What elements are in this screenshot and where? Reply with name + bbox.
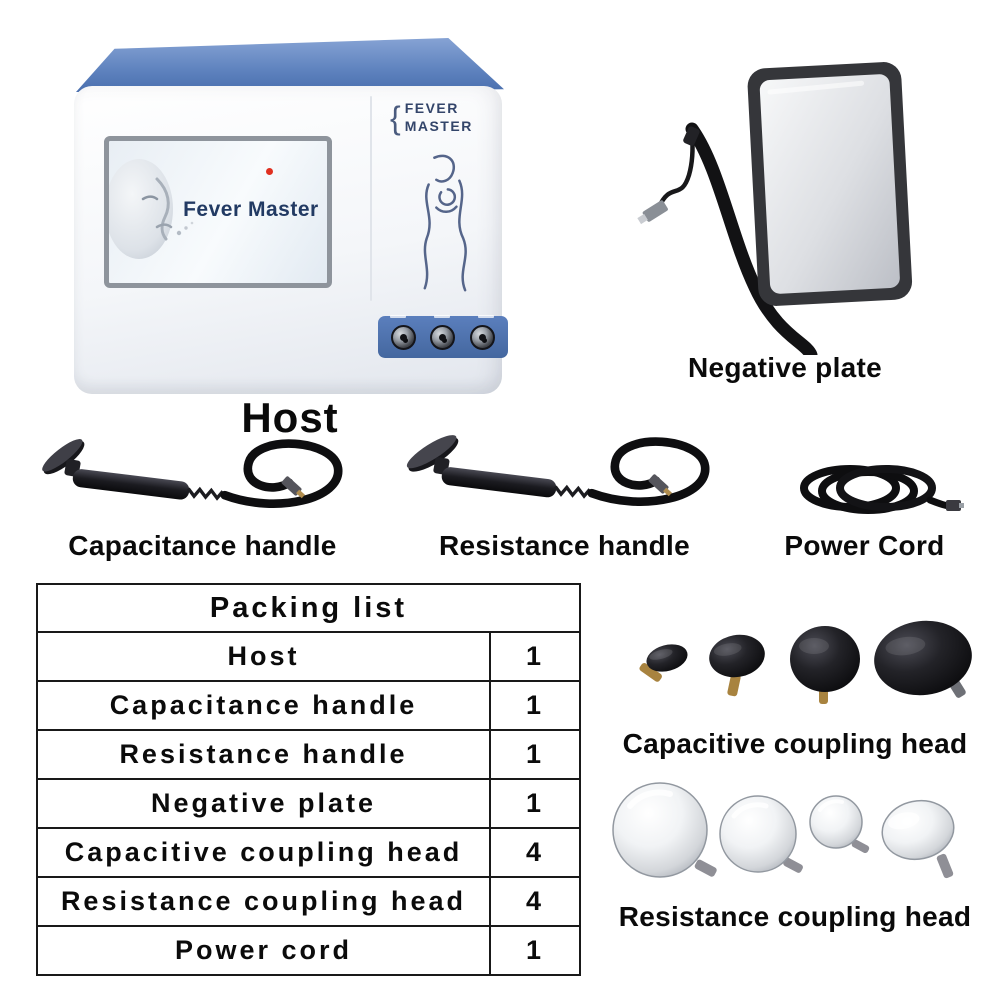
screen-face-art	[109, 159, 194, 259]
resistance-coupling-head-label: Resistance coupling head	[618, 901, 972, 932]
port-label-mark	[478, 315, 494, 318]
item-name: Capacitive coupling head	[36, 827, 491, 878]
logo-brace-glyph: {	[390, 99, 401, 136]
resistance-coupling-heads-illustration	[600, 772, 985, 894]
power-cord-label: Power Cord	[784, 530, 945, 561]
screen-brand-text: Fever Master	[183, 197, 319, 221]
host-machine-illustration: Fever Master { FEVER MASTER	[70, 38, 508, 400]
logo-line-2: MASTER	[404, 117, 473, 134]
item-qty: 4	[488, 827, 582, 878]
table-row: Capacitive coupling head 4	[36, 827, 582, 878]
item-qty: 4	[488, 876, 582, 927]
power-cord-illustration	[778, 450, 964, 526]
connector-port-3	[469, 324, 495, 350]
capacitive-coupling-heads-illustration	[615, 608, 985, 720]
table-row: Power cord 1	[36, 925, 582, 976]
item-qty: 1	[488, 925, 582, 976]
machine-top-lid	[76, 38, 504, 92]
item-name: Resistance handle	[36, 729, 491, 780]
item-name: Resistance coupling head	[36, 876, 491, 927]
connector-panel	[378, 315, 508, 358]
capacitive-coupling-head-label: Capacitive coupling head	[622, 728, 968, 759]
table-row: Resistance handle 1	[36, 729, 582, 780]
packing-list-title: Packing list	[36, 583, 581, 633]
port-label-mark	[390, 315, 406, 318]
item-qty: 1	[488, 631, 582, 682]
item-name: Power cord	[36, 925, 491, 976]
machine-front-panel: Fever Master { FEVER MASTER	[74, 86, 508, 394]
body-silhouette-art	[423, 154, 467, 292]
machine-logo: { FEVER MASTER	[390, 100, 500, 135]
host-label: Host	[241, 394, 339, 441]
capacitance-handle-label: Capacitance handle	[68, 530, 337, 561]
resistance-handle-label: Resistance handle	[439, 530, 690, 561]
port-label-mark	[434, 315, 450, 318]
screen-indicator-dot	[265, 167, 273, 175]
item-qty: 1	[488, 729, 582, 780]
packing-list-table: Packing list Host 1 Capacitance handle 1…	[36, 583, 582, 976]
negative-plate-illustration	[635, 55, 935, 355]
connector-port-2	[430, 324, 456, 350]
item-name: Capacitance handle	[36, 680, 491, 731]
item-name: Negative plate	[36, 778, 491, 829]
item-qty: 1	[488, 778, 582, 829]
negative-plate-label: Negative plate	[687, 352, 883, 383]
capacitance-handle-illustration	[35, 428, 355, 524]
table-row: Host 1	[36, 631, 582, 682]
resistance-handle-illustration	[402, 426, 722, 522]
machine-touchscreen: Fever Master	[104, 136, 332, 288]
panel-seam	[370, 96, 372, 301]
connector-port-1	[391, 324, 417, 350]
item-name: Host	[36, 631, 491, 682]
logo-line-1: FEVER	[404, 100, 459, 116]
table-row: Resistance coupling head 4	[36, 876, 582, 927]
item-qty: 1	[488, 680, 582, 731]
table-row: Negative plate 1	[36, 778, 582, 829]
table-row: Capacitance handle 1	[36, 680, 582, 731]
